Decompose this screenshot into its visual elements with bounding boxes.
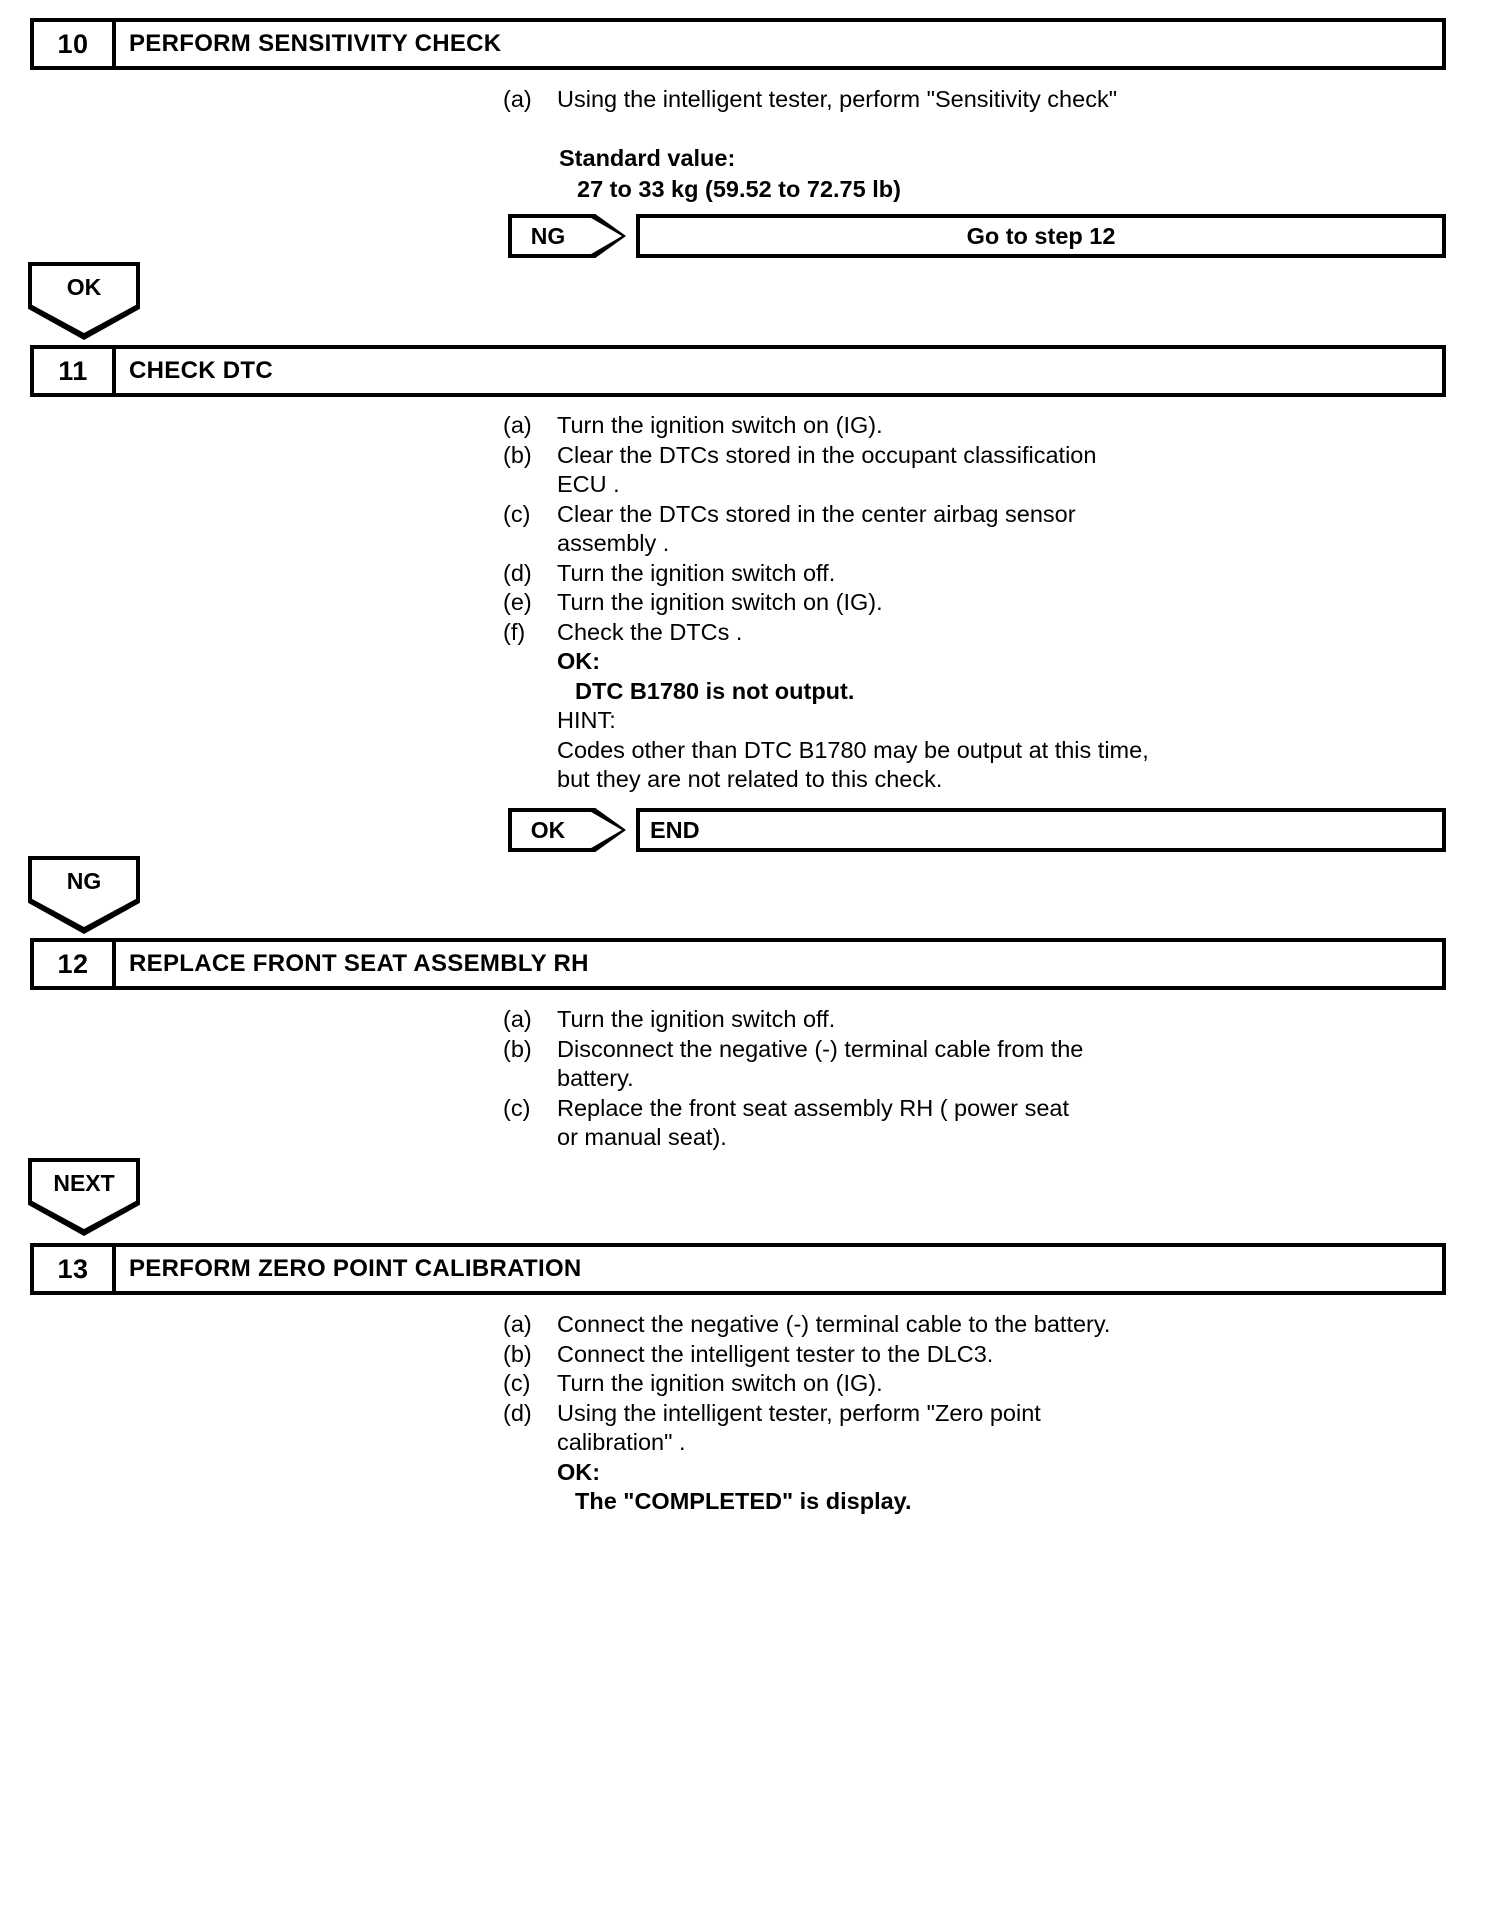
connector-ng-step11: NG (28, 856, 140, 934)
item-text: Connect the negative (-) terminal cable … (557, 1311, 1111, 1337)
list-item: (f) Check the DTCs . (503, 618, 1203, 648)
list-item: (a) Turn the ignition switch off. (503, 1005, 1203, 1035)
item-text: Turn the ignition switch on (IG). (557, 589, 883, 615)
step-title-11: CHECK DTC (129, 357, 274, 384)
step-header-12: 12 REPLACE FRONT SEAT ASSEMBLY RH (30, 938, 1446, 990)
list-item: (a) Using the intelligent tester, perfor… (503, 85, 1203, 115)
list-item: (c) Clear the DTCs stored in the center … (503, 500, 1203, 530)
list-item: (c) Replace the front seat assembly RH (… (503, 1094, 1203, 1124)
list-item: (b) Connect the intelligent tester to th… (503, 1340, 1203, 1370)
list-item: (a) Connect the negative (-) terminal ca… (503, 1310, 1203, 1340)
connector-next-step12: NEXT (28, 1158, 140, 1236)
branch-tag-ng: NG (508, 214, 626, 258)
item-label: (c) (503, 1370, 531, 1396)
item-label: (a) (503, 1311, 532, 1337)
item-text-continued: or manual seat). (557, 1124, 727, 1150)
item-label: (a) (503, 412, 532, 438)
item-text: Using the intelligent tester, perform "Z… (557, 1399, 1041, 1426)
ok-value: DTC B1780 is not output. (575, 677, 855, 704)
item-text: Using the intelligent tester, perform "S… (557, 86, 1118, 112)
item-text: Disconnect the negative (-) terminal cab… (557, 1035, 1084, 1062)
step-number-12: 12 (34, 942, 116, 986)
item-label: (d) (503, 559, 532, 586)
step-header-13: 13 PERFORM ZERO POINT CALIBRATION (30, 1243, 1446, 1295)
item-text: Turn the ignition switch off. (557, 559, 836, 586)
list-item: (e) Turn the ignition switch on (IG). (503, 588, 1203, 618)
item-text-continued: battery. (557, 1065, 634, 1091)
item-text: Clear the DTCs stored in the center airb… (557, 500, 1076, 527)
connector-label: NEXT (53, 1169, 115, 1196)
connector-label: OK (66, 273, 102, 300)
ok-heading: OK: (557, 648, 601, 674)
item-label: (c) (503, 500, 531, 527)
ok-value: The "COMPLETED" is display. (575, 1488, 912, 1514)
list-item: (b) Clear the DTCs stored in the occupan… (503, 441, 1203, 471)
item-text: Check the DTCs . (557, 618, 743, 645)
hint-heading: HINT: (557, 707, 616, 733)
item-label: (e) (503, 589, 532, 615)
item-text: Turn the ignition switch on (IG). (557, 412, 883, 438)
result-branch-ng-step10: NG Go to step 12 (508, 214, 1446, 258)
connector-label: NG (66, 867, 102, 894)
branch-tag-label: OK (530, 816, 566, 843)
standard-value-heading: Standard value: (559, 145, 736, 171)
step-12-instructions: (a) Turn the ignition switch off. (b) Di… (503, 1005, 1203, 1153)
branch-target-box[interactable]: END (636, 808, 1446, 852)
item-label: (b) (503, 1035, 532, 1062)
result-branch-ok-step11: OK END (508, 808, 1446, 852)
branch-tag-label: NG (530, 222, 566, 249)
list-item: (d) Turn the ignition switch off. (503, 559, 1203, 589)
step-header-10: 10 PERFORM SENSITIVITY CHECK (30, 18, 1446, 70)
item-label: (c) (503, 1094, 531, 1121)
step-13-instructions: (a) Connect the negative (-) terminal ca… (503, 1310, 1203, 1517)
item-text: Connect the intelligent tester to the DL… (557, 1340, 994, 1367)
item-label: (b) (503, 1340, 532, 1367)
hint-text-line2: but they are not related to this check. (557, 766, 943, 792)
branch-tag-ok: OK (508, 808, 626, 852)
item-text: Clear the DTCs stored in the occupant cl… (557, 441, 1097, 468)
item-text: Turn the ignition switch on (IG). (557, 1370, 883, 1396)
list-item: (c) Turn the ignition switch on (IG). (503, 1369, 1203, 1399)
step-11-instructions: (a) Turn the ignition switch on (IG). (b… (503, 411, 1203, 795)
item-text-continued: calibration" . (557, 1429, 686, 1455)
branch-target-box[interactable]: Go to step 12 (636, 214, 1446, 258)
item-text-continued: assembly . (557, 530, 670, 556)
item-text: Turn the ignition switch off. (557, 1006, 836, 1032)
connector-ok-step10: OK (28, 262, 140, 340)
item-text-continued: ECU . (557, 471, 620, 497)
item-label: (b) (503, 441, 532, 468)
step-10-instructions: (a) Using the intelligent tester, perfor… (503, 85, 1203, 115)
list-item: (b) Disconnect the negative (-) terminal… (503, 1035, 1203, 1065)
standard-value-text: 27 to 33 kg (59.52 to 72.75 lb) (577, 176, 901, 202)
step-title-12: REPLACE FRONT SEAT ASSEMBLY RH (129, 950, 589, 977)
step-number-11: 11 (34, 349, 116, 393)
step-title-10: PERFORM SENSITIVITY CHECK (129, 30, 502, 57)
step-number-10: 10 (34, 22, 116, 66)
item-text: Replace the front seat assembly RH ( pow… (557, 1094, 1070, 1121)
item-label: (a) (503, 86, 532, 112)
step-number-13: 13 (34, 1247, 116, 1291)
step-10-standard-value: Standard value: 27 to 33 kg (59.52 to 72… (559, 143, 901, 205)
branch-target-label: Go to step 12 (966, 222, 1116, 249)
ok-heading: OK: (557, 1458, 601, 1485)
step-header-11: 11 CHECK DTC (30, 345, 1446, 397)
hint-text-line1: Codes other than DTC B1780 may be output… (557, 736, 1149, 763)
branch-target-label: END (650, 816, 700, 843)
item-label: (a) (503, 1006, 532, 1032)
list-item: (d) Using the intelligent tester, perfor… (503, 1399, 1203, 1429)
list-item: (a) Turn the ignition switch on (IG). (503, 411, 1203, 441)
item-label: (f) (503, 618, 526, 645)
step-title-13: PERFORM ZERO POINT CALIBRATION (129, 1255, 582, 1282)
item-label: (d) (503, 1399, 532, 1426)
